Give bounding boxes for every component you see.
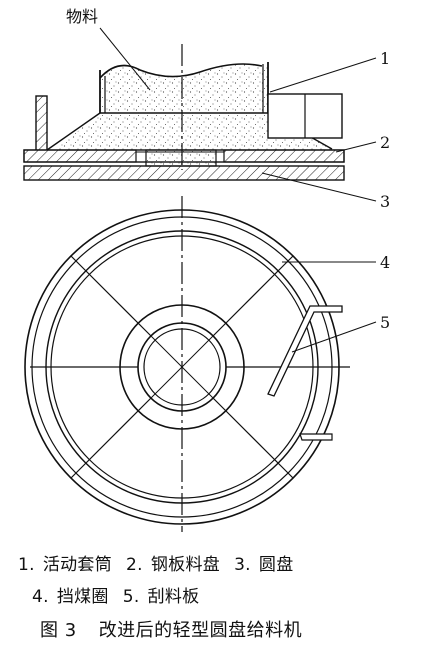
legend-item-4: 4. 挡煤圈 (32, 582, 109, 607)
legend-item-1: 1. 活动套筒 (18, 550, 112, 575)
steel-plate-right-hatch (223, 149, 345, 163)
legend-label: 圆盘 (258, 555, 294, 575)
callout-1: 1 (380, 49, 390, 68)
spokes (30, 255, 350, 479)
sleeve-left-wall (35, 95, 48, 153)
slope-left (46, 112, 101, 151)
material-label: 物料 (66, 7, 98, 26)
material-surface (99, 63, 263, 79)
side-view: 物料 (23, 7, 345, 181)
spoke-ne (212, 255, 294, 337)
legend-label: 刮料板 (147, 587, 200, 607)
legend-item-5: 5. 刮料板 (123, 582, 200, 607)
disc (23, 165, 345, 181)
callout-4: 4 (380, 253, 390, 272)
callout-3-leader (261, 172, 377, 202)
material-leader (99, 27, 151, 91)
legend-number: 3. (234, 555, 251, 575)
callout-2: 2 (380, 133, 390, 152)
legend-item-2: 2. 钢板料盘 (126, 550, 220, 575)
steel-plate-left-hatch (23, 149, 137, 163)
feeder-diagram: 物料 (23, 7, 390, 532)
legend-row-1: 1. 活动套筒 2. 钢板料盘 3. 圆盘 (18, 550, 294, 575)
callouts: 1 2 3 4 5 (261, 49, 390, 353)
legend-number: 4. (32, 587, 49, 607)
figure-title: 改进后的轻型圆盘给料机 (98, 620, 303, 641)
callout-1-leader (269, 57, 377, 93)
spoke-nw (70, 255, 152, 337)
figure-caption: 图 3 改进后的轻型圆盘给料机 (40, 616, 302, 642)
legend-number: 5. (122, 587, 140, 607)
figure-number: 图 3 (40, 620, 77, 641)
legend-number: 2. (126, 555, 143, 575)
legend-row-2: 4. 挡煤圈 5. 刮料板 (32, 582, 199, 607)
legend-number: 1. (18, 555, 35, 575)
callout-3: 3 (380, 192, 390, 211)
callout-5-leader (291, 321, 377, 353)
callout-5: 5 (380, 313, 390, 332)
top-view (24, 196, 350, 532)
lower-bracket (299, 433, 333, 441)
spoke-se (212, 397, 294, 479)
legend-label: 挡煤圈 (56, 587, 109, 607)
scraper-plate (267, 305, 343, 397)
legend-item-3: 3. 圆盘 (234, 550, 293, 575)
spoke-sw (70, 397, 152, 479)
legend-label: 钢板料盘 (150, 555, 221, 575)
legend-label: 活动套筒 (42, 555, 113, 575)
callout-2-leader (335, 141, 377, 153)
